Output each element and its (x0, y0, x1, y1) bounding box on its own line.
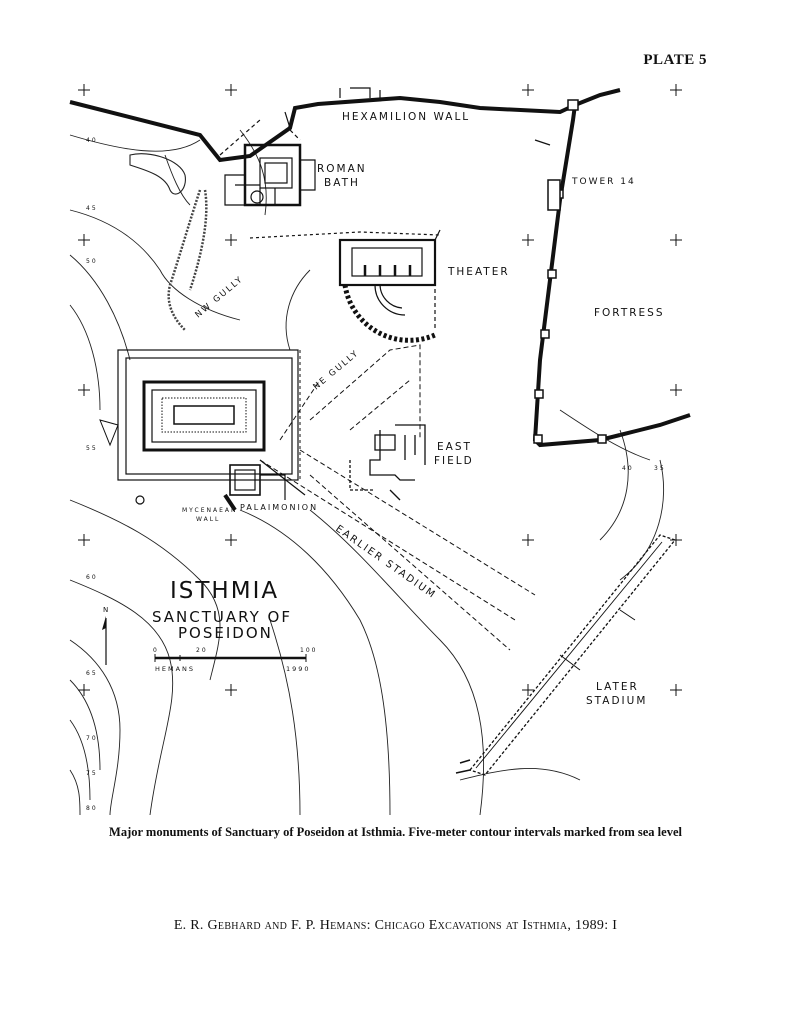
map-labels: HEXAMILION WALL ROMAN BATH TOWER 14 THEA… (152, 111, 665, 707)
contour-value-70: 70 (86, 735, 98, 742)
contour-value-40-west: 40 (86, 137, 98, 144)
label-palaimonion: PALAIMONION (240, 503, 318, 512)
theater-plan (338, 229, 441, 343)
contour-value-55: 55 (86, 445, 98, 452)
grid-crosses (78, 84, 682, 696)
contour-value-80: 80 (86, 805, 98, 812)
site-plan-svg: HEXAMILION WALL ROMAN BATH TOWER 14 THEA… (69, 84, 691, 816)
contour-value-60: 60 (86, 574, 98, 581)
east-field-plan (349, 424, 426, 501)
site-plan-map: HEXAMILION WALL ROMAN BATH TOWER 14 THEA… (60, 80, 710, 820)
figure-caption: Major monuments of Sanctuary of Poseidon… (109, 825, 682, 839)
plate-number: PLATE 5 (643, 52, 707, 68)
palaimonion-plan (135, 459, 306, 512)
label-theater: THEATER (447, 266, 510, 278)
scale-year: 1990 (286, 665, 311, 673)
scale-tick-100: 100 (300, 647, 317, 654)
contour-values: 40 45 50 55 60 65 70 75 80 40 35 (86, 137, 666, 812)
gully-pit (129, 153, 186, 195)
wall-towers (533, 99, 607, 444)
label-roman-bath-2: BATH (324, 177, 360, 189)
scale-tick-0: 0 (153, 647, 159, 654)
wall-outworks (284, 87, 551, 146)
map-subtitle-line1: SANCTUARY OF (152, 608, 292, 626)
scale-tick-20: 20 (196, 647, 208, 654)
label-tower-14: TOWER 14 (571, 177, 636, 187)
later-stadium-outline (455, 534, 677, 776)
scale-author: HEMANS (155, 665, 195, 673)
north-arrow: N (102, 606, 110, 665)
scale-bar: 0 20 100 HEMANS 1990 (153, 647, 317, 673)
label-earlier-stadium: EARLIER STADIUM (333, 523, 438, 601)
map-subtitle-line2: POSEIDON (178, 624, 273, 642)
contour-value-45: 45 (86, 205, 98, 212)
label-roman-bath-1: ROMAN (317, 163, 367, 175)
contour-value-35: 35 (654, 465, 666, 472)
label-east-field-2: FIELD (434, 455, 474, 467)
label-mycenaean-1: MYCENAEAN (182, 507, 237, 514)
contour-value-75: 75 (86, 770, 98, 777)
contour-value-40-east: 40 (622, 465, 634, 472)
label-fortress: FORTRESS (594, 307, 665, 319)
label-mycenaean-2: WALL (196, 516, 220, 523)
label-ne-gully: NE GULLY (312, 348, 362, 392)
label-later-stadium-1: LATER (596, 681, 639, 693)
temple-plan (99, 349, 301, 481)
contour-value-65: 65 (86, 670, 98, 677)
contour-lines (69, 129, 665, 816)
map-title-isthmia: ISTHMIA (170, 578, 279, 604)
label-east-field-1: EAST (437, 441, 472, 453)
publication-citation: E. R. Gebhard and F. P. Hemans: Chicago … (173, 918, 618, 933)
roman-bath-plan (219, 119, 441, 239)
label-hexamilion-wall: HEXAMILION WALL (342, 111, 470, 123)
label-later-stadium-2: STADIUM (586, 695, 647, 707)
north-label: N (103, 606, 110, 614)
contour-value-50: 50 (86, 258, 98, 265)
gully-paths (167, 189, 208, 331)
earlier-stadium-outline (259, 344, 536, 651)
hexamilion-wall (69, 88, 691, 448)
